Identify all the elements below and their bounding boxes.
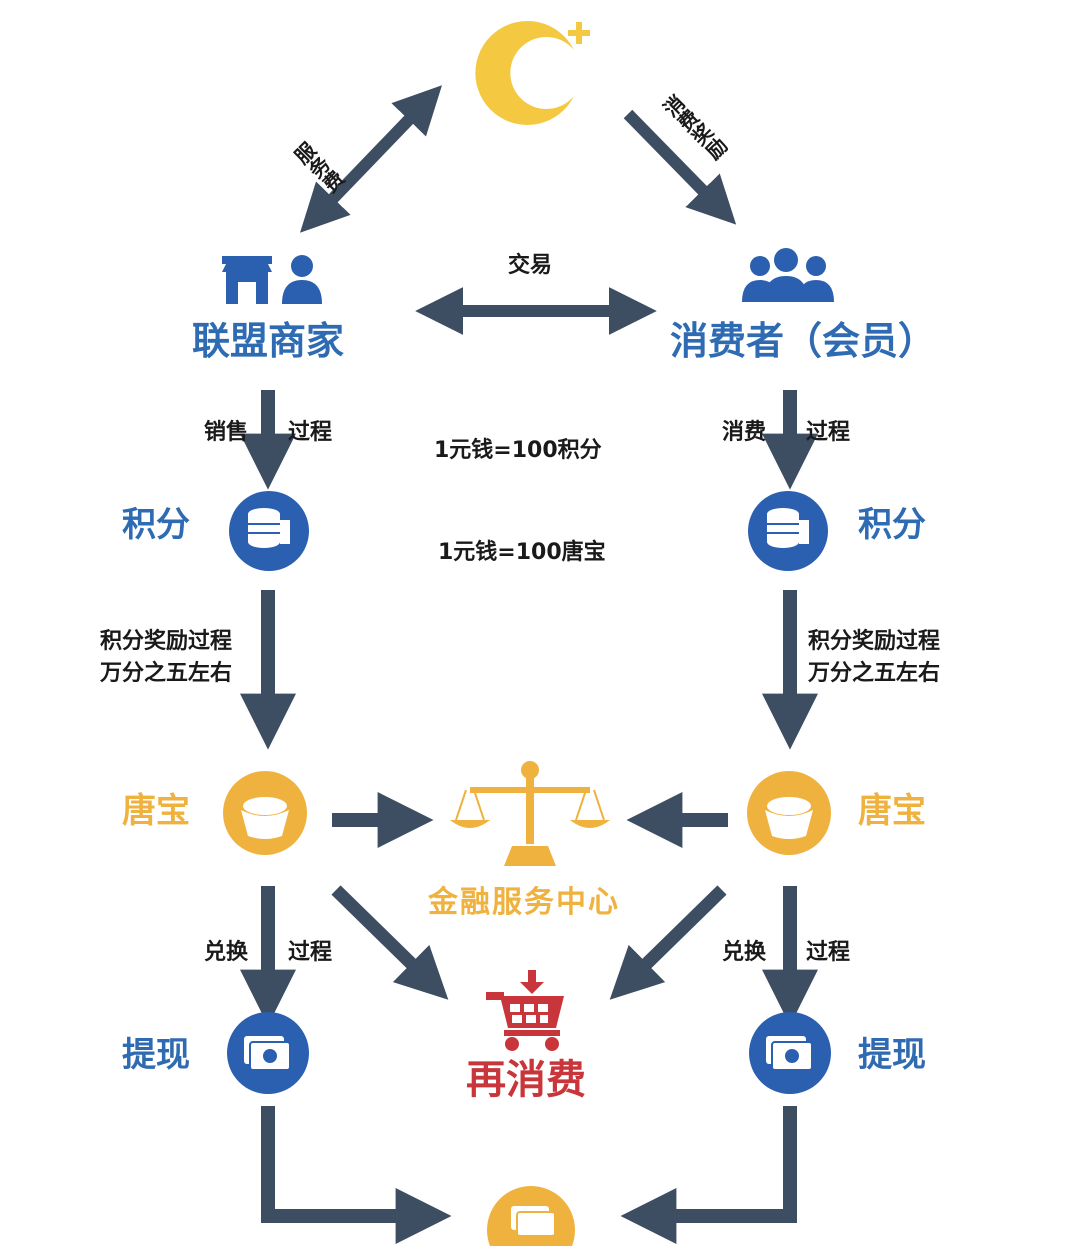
tangbao-right-label: 唐宝 <box>858 791 926 831</box>
ingot-icon <box>747 771 831 855</box>
service-fee-arrow <box>300 85 442 233</box>
exchange-left-label: 兑换 <box>204 940 249 965</box>
points-rate-label: 1元钱=100积分 <box>434 438 602 463</box>
coins-icon <box>229 491 309 571</box>
tangbao-rate-label: 1元钱=100唐宝 <box>438 540 606 565</box>
points-right-label: 积分 <box>858 505 926 545</box>
reward-line-1: 积分奖励过程 <box>808 629 941 654</box>
consumer-label: 消费者（会员） <box>670 319 937 363</box>
logo-c-plus-icon <box>475 21 590 125</box>
reward-process-right-label: 积分奖励过程 万分之五左右 <box>808 626 940 690</box>
reward-process-left-label: 积分奖励过程 万分之五左右 <box>100 626 232 690</box>
tangbao-left-label: 唐宝 <box>122 791 190 831</box>
finance-center-label: 金融服务中心 <box>428 885 620 920</box>
to-reconsume-arrow <box>331 885 449 1000</box>
exchange-right-label: 兑换 <box>722 940 767 965</box>
exchange-right-process-label: 过程 <box>806 940 851 965</box>
to-reconsume-arrow <box>609 885 727 1000</box>
merchant-label: 联盟商家 <box>192 319 345 363</box>
reward-line-1: 积分奖励过程 <box>100 629 233 654</box>
cart-grid <box>510 1004 548 1023</box>
trade-label: 交易 <box>508 253 553 278</box>
reward-line-2: 万分之五左右 <box>100 660 233 686</box>
merchant-person-icon <box>282 255 322 304</box>
exchange-left-process-label: 过程 <box>288 940 333 965</box>
card-icon <box>487 1186 575 1246</box>
sale-process-label: 过程 <box>288 420 333 445</box>
consume-label: 消费 <box>722 420 767 445</box>
shop-icon <box>222 256 272 304</box>
reconsume-label: 再消费 <box>466 1057 586 1103</box>
ingot-icon <box>223 771 307 855</box>
withdraw-to-card-arrow <box>261 1106 452 1244</box>
balance-scale-icon <box>450 761 610 866</box>
consumers-group-icon <box>742 248 834 302</box>
cash-icon <box>227 1012 309 1094</box>
cash-icon <box>749 1012 831 1094</box>
sale-label: 销售 <box>204 420 249 445</box>
consume-process-label: 过程 <box>806 420 851 445</box>
withdraw-to-card-arrow <box>620 1106 797 1244</box>
consumer-reward-arrow <box>623 109 737 225</box>
withdraw-right-label: 提现 <box>858 1035 926 1075</box>
withdraw-left-label: 提现 <box>122 1035 190 1075</box>
coins-icon <box>748 491 828 571</box>
points-left-label: 积分 <box>122 505 190 545</box>
reward-line-2: 万分之五左右 <box>808 660 941 686</box>
